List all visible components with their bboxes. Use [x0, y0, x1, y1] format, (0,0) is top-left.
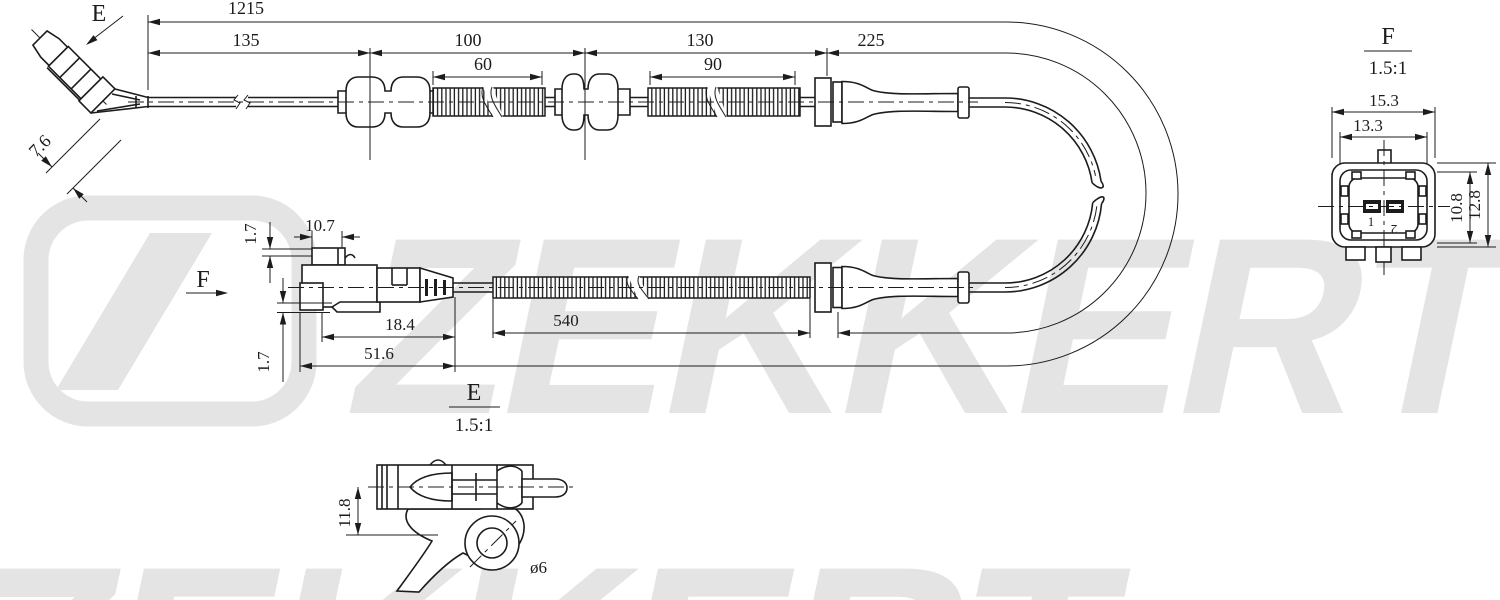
dim-18-4: 18.4 [385, 315, 415, 334]
cable-break-icon [233, 94, 241, 110]
dim-hole-diameter: ø6 [530, 558, 547, 577]
dim-13-3: 13.3 [1353, 116, 1383, 135]
connector-housing [299, 247, 454, 313]
connector-face: 1 2 [1318, 140, 1450, 275]
dim-225: 225 [858, 30, 885, 50]
watermark-text-row2: ZEKKERT [0, 515, 1142, 600]
dim-10-7: 10.7 [305, 216, 335, 235]
watermark-text: ZEKKERT [331, 186, 1500, 468]
pin-1-label: 1 [1368, 214, 1375, 229]
dimensions-side: 1.7 10.7 1.7 18.4 51.6 540 [241, 216, 839, 382]
dim-51-6: 51.6 [364, 344, 394, 363]
sensor-head [31, 29, 117, 115]
side-view: F [186, 247, 978, 313]
dim-1215: 1215 [228, 0, 264, 18]
loop-break-cap [1092, 196, 1105, 205]
vent-slot [425, 279, 428, 296]
dim-135: 135 [233, 30, 260, 50]
detail-f-scale: 1.5:1 [1369, 58, 1408, 79]
loop-centerline [1004, 206, 1098, 288]
detail-e-view: E 1.5:1 ø6 [335, 380, 578, 593]
dim-540: 540 [553, 311, 579, 330]
top-view: E 7.6 [25, 1, 978, 203]
ref-e-arrow: E [84, 1, 124, 48]
dim-12-8: 12.8 [1465, 190, 1484, 220]
detail-e-scale: 1.5:1 [455, 415, 494, 436]
loop-centerline [1004, 102, 1096, 176]
z-logo-slash [56, 233, 212, 390]
dimensions-top: 1215 225 135 100 130 60 90 [147, 0, 1179, 367]
ref-f-label: F [196, 267, 209, 293]
pin-2-label: 2 [1391, 222, 1398, 237]
watermark: ZEKKERT ZEKKERT [0, 186, 1500, 600]
dim-bracket-height: 11.8 [335, 487, 438, 536]
vent-slot [434, 279, 437, 296]
dim-60: 60 [474, 54, 492, 74]
detail-e-title: E [467, 380, 482, 406]
dim-130: 130 [687, 30, 714, 50]
dim-90: 90 [704, 54, 722, 74]
dim-1-7-bottom: 1.7 [254, 351, 273, 373]
dim-100: 100 [455, 30, 482, 50]
dim-15-3: 15.3 [1369, 91, 1399, 110]
bracket-hole [476, 527, 508, 559]
dim-10-8: 10.8 [1447, 193, 1466, 223]
harness-loop [969, 97, 1105, 293]
dim-7-6: 7.6 [25, 131, 55, 161]
cable-break-icon [243, 94, 251, 110]
z-logo-frame [23, 195, 317, 427]
dim-sensor-width: 7.6 [25, 118, 122, 203]
dim-line-overall [148, 21, 1179, 367]
dim-11-8: 11.8 [335, 498, 354, 527]
dim-1-7-top: 1.7 [241, 223, 260, 245]
dim-line-tail [827, 52, 1147, 334]
loop-break-cap [1091, 180, 1104, 189]
ref-e-label: E [92, 1, 107, 27]
ref-f-arrow: F [186, 267, 228, 297]
detail-e-sensor-body [368, 459, 578, 510]
detail-f-title: F [1381, 24, 1394, 50]
detail-f-view: F 1.5:1 15.3 13.3 [1318, 24, 1496, 275]
